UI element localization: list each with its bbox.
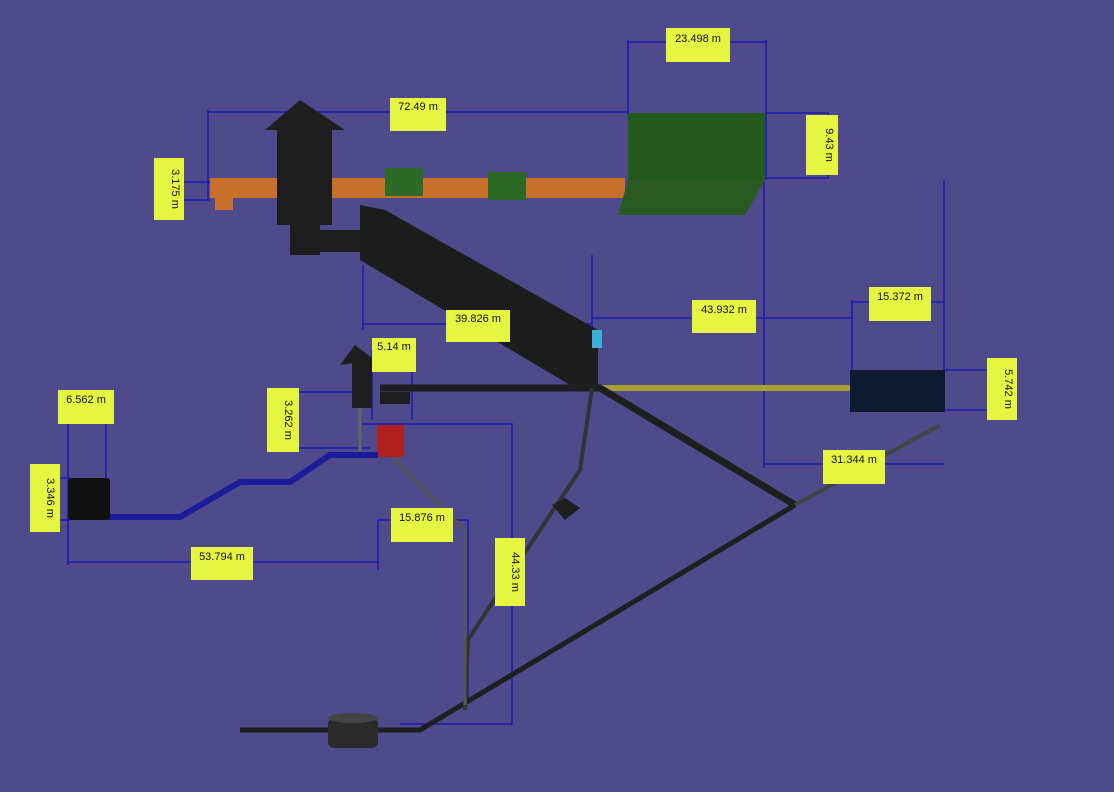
dimension-label: 15.876 m [391, 508, 453, 542]
black-fitting[interactable] [340, 345, 410, 408]
label-text: 23.498 m [675, 33, 721, 45]
dimension-label: 15.372 m [869, 287, 931, 321]
dimension-lines [40, 40, 990, 725]
conveyor-ramp[interactable] [360, 205, 598, 385]
dimension-label: 5.742 m [987, 358, 1017, 420]
bottom-tank[interactable] [328, 713, 378, 748]
label-text: 43.932 m [701, 304, 747, 316]
label-text: 9.43 m [823, 128, 835, 162]
label-text: 15.372 m [877, 291, 923, 303]
dimension-label: 53.794 m [191, 547, 253, 580]
black-pipes[interactable] [240, 384, 941, 733]
dimension-label: 3.346 m [30, 464, 60, 532]
label-text: 3.262 m [282, 400, 294, 440]
label-text: 5.14 m [377, 341, 411, 353]
label-text: 5.742 m [1002, 369, 1014, 409]
label-text: 72.49 m [398, 101, 438, 113]
label-text: 39.826 m [455, 313, 501, 325]
label-text: 44.33 m [509, 552, 521, 592]
dimension-label: 9.43 m [806, 115, 838, 175]
valve-fitting[interactable] [552, 498, 580, 520]
label-text: 15.876 m [399, 512, 445, 524]
dimension-label: 31.344 m [823, 450, 885, 484]
dimension-label: 23.498 m [666, 28, 730, 62]
dimension-label: 3.175 m [154, 158, 184, 220]
blue-pipe[interactable] [105, 452, 378, 520]
black-tower[interactable] [265, 100, 360, 255]
dark-blue-tank[interactable] [850, 370, 945, 412]
cyan-fitting [592, 330, 602, 348]
dimension-label: 43.932 m [692, 300, 756, 333]
dimension-label: 72.49 m [390, 98, 446, 131]
dimension-label: 6.562 m [58, 390, 114, 424]
label-text: 3.346 m [44, 478, 56, 518]
dimension-label: 3.262 m [267, 388, 299, 452]
red-tank[interactable] [377, 425, 404, 457]
label-text: 31.344 m [831, 454, 877, 466]
label-text: 3.175 m [169, 169, 181, 209]
green-valve[interactable] [385, 168, 423, 196]
green-tank[interactable] [618, 113, 765, 215]
label-text: 53.794 m [199, 551, 245, 563]
black-tank[interactable] [68, 478, 110, 520]
green-valve[interactable] [488, 172, 526, 200]
label-text: 6.562 m [66, 394, 106, 406]
dimension-label: 39.826 m [446, 310, 510, 342]
dimension-label: 5.14 m [372, 338, 416, 372]
dimension-label: 44.33 m [495, 538, 525, 606]
